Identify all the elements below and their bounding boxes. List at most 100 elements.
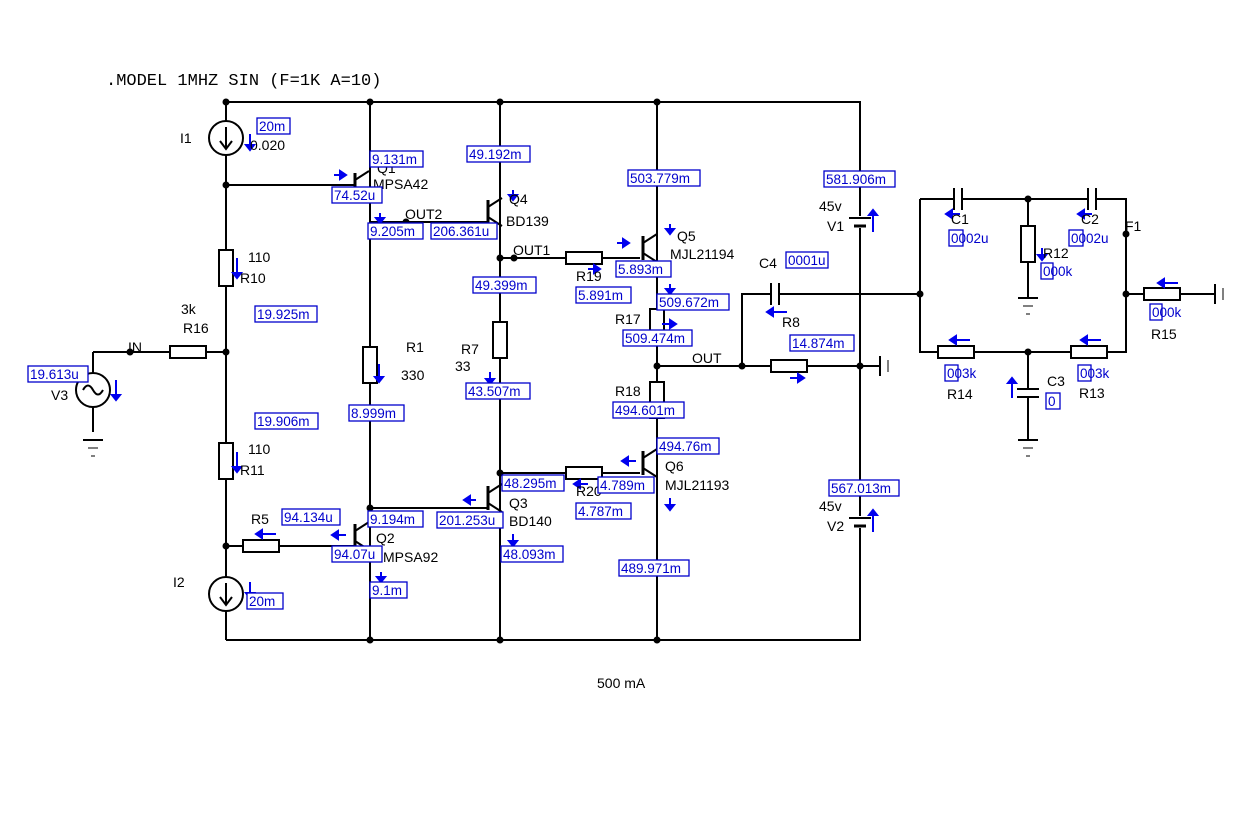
arrow-q1-b-head [339, 169, 348, 181]
arrow-q3-c-head [506, 540, 520, 548]
arrow-c1-head [944, 208, 953, 220]
svg-text:000k: 000k [1152, 305, 1182, 320]
measurement-i2: 20m [246, 592, 284, 610]
r15-name: R15 [1151, 326, 1177, 342]
junction-dot [1122, 290, 1130, 298]
measurement-q5-emitter: 509.672m [656, 293, 730, 311]
f1-name: F1 [1125, 218, 1142, 234]
svg-text:5.893m: 5.893m [618, 262, 663, 277]
i2-name: I2 [173, 574, 185, 590]
measurement-r12: 000k [1040, 262, 1073, 280]
q5-name: Q5 [677, 228, 696, 244]
r16-value: 3k [181, 301, 197, 317]
arrow-r8-head [797, 372, 806, 384]
r14-name: R14 [947, 386, 973, 402]
arrow-q1-e-head [373, 217, 387, 225]
wire [919, 198, 1127, 353]
r5-name: R5 [251, 511, 269, 527]
measurement-q3-base: 201.253u [436, 511, 504, 529]
capacitor-c2-gap [1087, 187, 1097, 211]
q6-model: MJL21193 [665, 477, 730, 493]
svg-text:4.787m: 4.787m [578, 504, 623, 519]
svg-text:49.192m: 49.192m [469, 147, 522, 162]
svg-text:567.013m: 567.013m [831, 481, 891, 496]
r10-name: R10 [240, 270, 266, 286]
node-out2-label: OUT2 [405, 206, 443, 222]
resistor-r10 [218, 249, 234, 287]
current-arrows [109, 134, 1178, 600]
r7-value: 33 [455, 358, 471, 374]
junction-dot [496, 254, 504, 262]
measurement-q5-collector: 503.779m [627, 169, 701, 187]
r16-name: R16 [183, 320, 209, 336]
resistor-r7 [492, 321, 508, 359]
v2-name: V2 [827, 518, 844, 534]
junction-dot [222, 98, 230, 106]
svg-text:9.1m: 9.1m [372, 583, 402, 598]
svg-text:0001u: 0001u [788, 253, 826, 268]
measurement-q6-collector: 489.971m [618, 559, 690, 577]
r1-value: 330 [401, 367, 425, 383]
svg-text:19.925m: 19.925m [257, 307, 310, 322]
q3-model: BD140 [509, 513, 552, 529]
svg-text:49.399m: 49.399m [475, 278, 528, 293]
svg-text:48.093m: 48.093m [503, 547, 556, 562]
r11-value: 110 [248, 441, 271, 457]
measurement-q2-emitter: 9.194m [367, 510, 424, 528]
svg-text:8.999m: 8.999m [351, 406, 396, 421]
measurement-q3-emitter: 48.295m [501, 474, 565, 492]
junction-dot [510, 254, 518, 262]
arrow-r10-head [230, 272, 244, 280]
wire [741, 293, 920, 366]
arrow-r15-head [1156, 277, 1165, 289]
c2-name: C2 [1081, 211, 1099, 227]
arrow-c3-head [1005, 376, 1019, 384]
arrow-v2-head [866, 508, 880, 516]
components [75, 120, 1224, 612]
model-statement: .MODEL 1MHZ SIN (F=1K A=10) [106, 72, 381, 91]
measurement-q1-base: 74.52u [331, 186, 383, 204]
resistor-r1 [362, 346, 378, 384]
svg-text:94.07u: 94.07u [334, 547, 375, 562]
measurement-i1: 20m [256, 117, 291, 135]
q2-model: MPSA92 [383, 549, 438, 565]
junction-dot [1024, 348, 1032, 356]
arrow-r13-head [1079, 334, 1088, 346]
measurement-c1: 0002u [948, 229, 989, 247]
c3-name: C3 [1047, 373, 1065, 389]
junction-dot [496, 98, 504, 106]
junction-dot [856, 362, 864, 370]
measurement-v2: 567.013m [828, 479, 900, 497]
measurement-v3: 19.613u [27, 365, 89, 383]
svg-text:19.613u: 19.613u [30, 367, 79, 382]
junction-dot [222, 542, 230, 550]
measurement-q4-base: 206.361u [430, 222, 498, 240]
resistor-r11 [218, 442, 234, 480]
measurement-q2-base: 94.07u [331, 545, 383, 563]
arrow-c4-head [765, 306, 774, 318]
arrow-r12-head [1035, 254, 1049, 262]
capacitor-c3-gap [1016, 388, 1040, 398]
arrow-r19-head [593, 263, 602, 275]
arrow-q6-c-head [663, 504, 677, 512]
measurement-v1: 581.906m [823, 170, 896, 188]
arrow-c2-head [1076, 208, 1085, 220]
arrow-q3-b-head [462, 494, 471, 506]
r20-name: R20 [576, 483, 602, 499]
svg-text:503.779m: 503.779m [630, 171, 690, 186]
junction-dot [126, 348, 134, 356]
q4-model: BD139 [506, 213, 549, 229]
arrow-r1-head [372, 376, 386, 384]
svg-text:9.205m: 9.205m [370, 224, 415, 239]
measurement-q4-collector: 49.192m [466, 145, 531, 163]
arrow-q6-b-head [620, 455, 629, 467]
junctions [126, 98, 1130, 644]
resistor-r20 [565, 466, 603, 480]
measurement-q1-emitter: 9.205m [367, 222, 424, 240]
junction-dot [366, 98, 374, 106]
measurement-r7: 43.507m [465, 382, 531, 400]
junction-dot [653, 362, 661, 370]
junction-dot [1122, 230, 1130, 238]
measurement-c2: 0002u [1068, 229, 1109, 247]
